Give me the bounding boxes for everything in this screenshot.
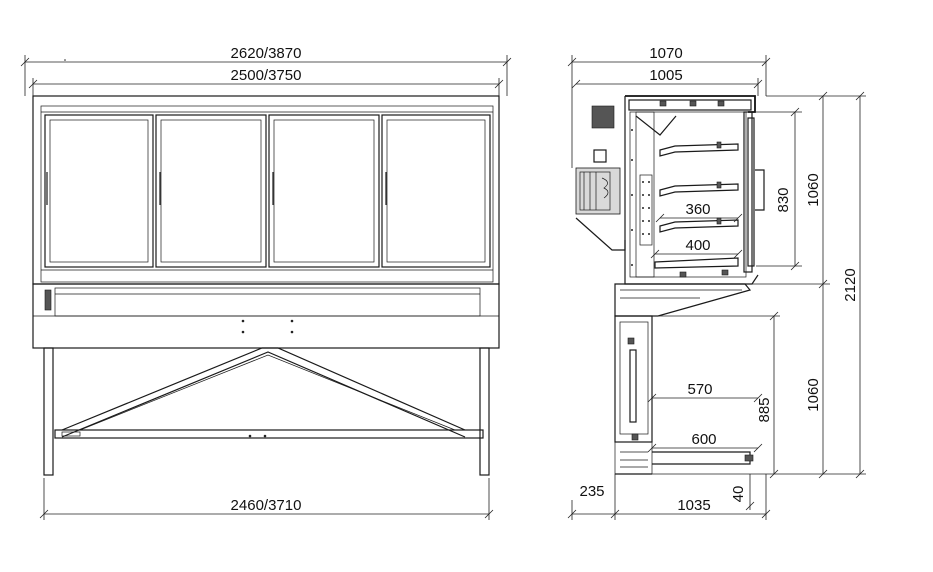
dim-shelf-depth-2: 400 — [685, 237, 710, 254]
dim-base-total-depth: 1035 — [677, 497, 710, 514]
dim-cabinet-height: 830 — [775, 187, 792, 212]
front-view — [32, 59, 500, 476]
dim-base-depth-1: 570 — [687, 381, 712, 398]
dim-front-total-width: 2620/3870 — [231, 45, 302, 62]
dim-side-inner-depth: 1005 — [649, 67, 682, 84]
dim-side-total-depth: 1070 — [649, 45, 682, 62]
door-4 — [381, 114, 491, 268]
dim-foot-height: 40 — [730, 486, 747, 503]
dim-total-height: 2120 — [842, 268, 859, 301]
dim-foot-offset: 235 — [579, 483, 604, 500]
door-1 — [44, 114, 154, 268]
dim-lower-height: 1060 — [805, 378, 822, 411]
door-2 — [155, 114, 267, 268]
door-3 — [268, 114, 380, 268]
side-view — [575, 95, 765, 475]
dim-base-depth-2: 600 — [691, 431, 716, 448]
dim-front-base-width: 2460/3710 — [231, 497, 302, 514]
dim-base-height: 885 — [756, 397, 773, 422]
side-dimensions: 1070 1005 360 400 830 1060 2120 1060 885… — [567, 45, 866, 520]
dim-upper-height: 1060 — [805, 173, 822, 206]
dim-front-inner-width: 2500/3750 — [231, 67, 302, 84]
dim-shelf-depth-1: 360 — [685, 201, 710, 218]
front-dimensions: 2620/3870 2500/3750 2460/3710 — [20, 45, 512, 520]
